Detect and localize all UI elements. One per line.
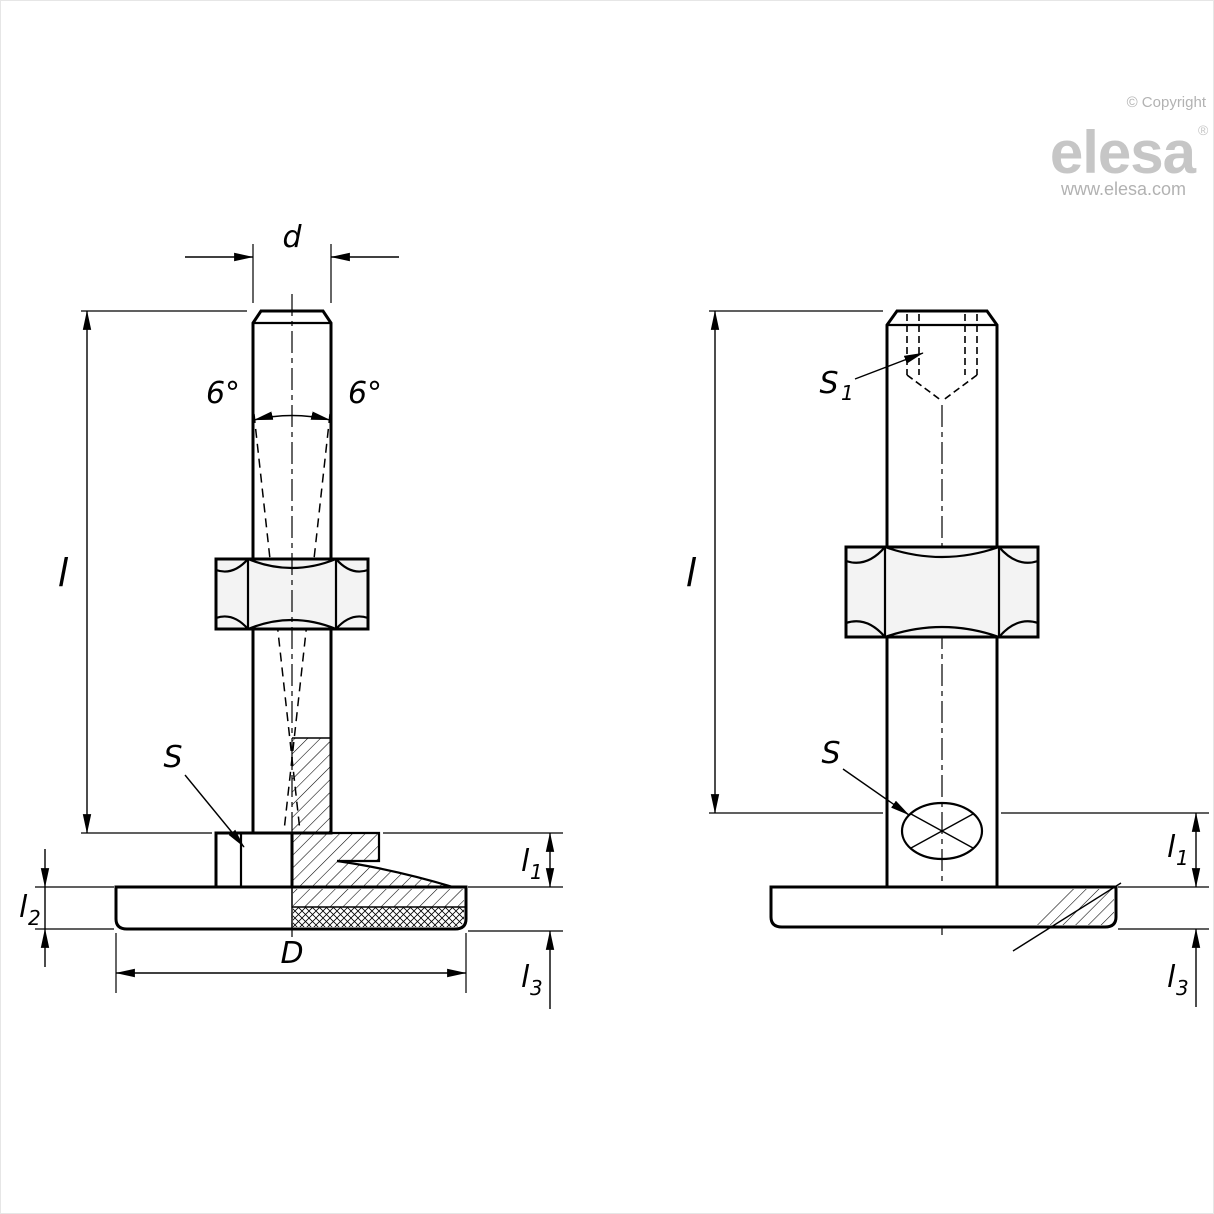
copyright-text: © Copyright — [1127, 94, 1207, 111]
l3-dim-label: l — [521, 960, 530, 995]
drill-point-line — [906, 374, 943, 402]
l1-dim-label: l — [1167, 830, 1176, 865]
left-view-drawing: 6° 6° d l S l 2 D l 1 — [19, 220, 563, 1009]
wrench-flat-label: S — [821, 736, 840, 771]
l1-dim-label: l — [521, 844, 530, 879]
right-view-drawing: l S 1 S l 1 l 3 — [686, 309, 1209, 1007]
nut-chamfer-arcs — [845, 545, 1039, 639]
registered-mark: ® — [1198, 122, 1209, 138]
foot-body — [214, 831, 294, 889]
elesa-branding: © Copyright elesa ® www.elesa.com — [1050, 94, 1209, 199]
wrench-flat-label: S — [163, 740, 182, 775]
tilt-line-right — [283, 413, 331, 832]
section-hatch — [292, 738, 453, 887]
swivel-arc — [253, 411, 331, 421]
l3-dim-subscript: 3 — [1176, 976, 1189, 1000]
skirt-edge — [336, 859, 454, 889]
length-dim-label: l — [58, 551, 69, 595]
cross-hole — [900, 801, 984, 861]
l3-dim-subscript: 3 — [530, 976, 543, 1000]
thread-dim-label: d — [282, 220, 302, 255]
base-metal-hatch — [293, 889, 464, 907]
section-cut-line — [1012, 882, 1122, 952]
angle-label-right: 6° — [348, 376, 382, 411]
website-text: www.elesa.com — [1060, 179, 1186, 199]
flange-edge — [331, 831, 381, 863]
leader-line-s — [842, 768, 910, 816]
l2-dim-label: l — [19, 890, 28, 925]
elesa-logo: elesa — [1050, 119, 1197, 186]
wrench-socket-label: S — [819, 366, 838, 401]
cross-hole-diagonal — [910, 813, 974, 849]
l2-dim-subscript: 2 — [28, 906, 41, 930]
length-dim-label: l — [686, 551, 697, 595]
angle-label-left: 6° — [206, 376, 240, 411]
base-disc — [769, 885, 1118, 929]
leader-line-s1 — [854, 352, 924, 380]
base-section-hatch — [1037, 889, 1114, 925]
l1-dim-subscript: 1 — [530, 860, 543, 884]
leader-line-s — [184, 774, 245, 848]
base-diameter-label: D — [280, 936, 303, 971]
hex-nut — [844, 545, 1040, 639]
wrench-socket-subscript: 1 — [841, 381, 854, 405]
drill-point-line — [941, 374, 978, 402]
l3-dim-label: l — [1167, 960, 1176, 995]
base-pad-hatch — [293, 907, 464, 927]
l1-dim-subscript: 1 — [1176, 846, 1189, 870]
